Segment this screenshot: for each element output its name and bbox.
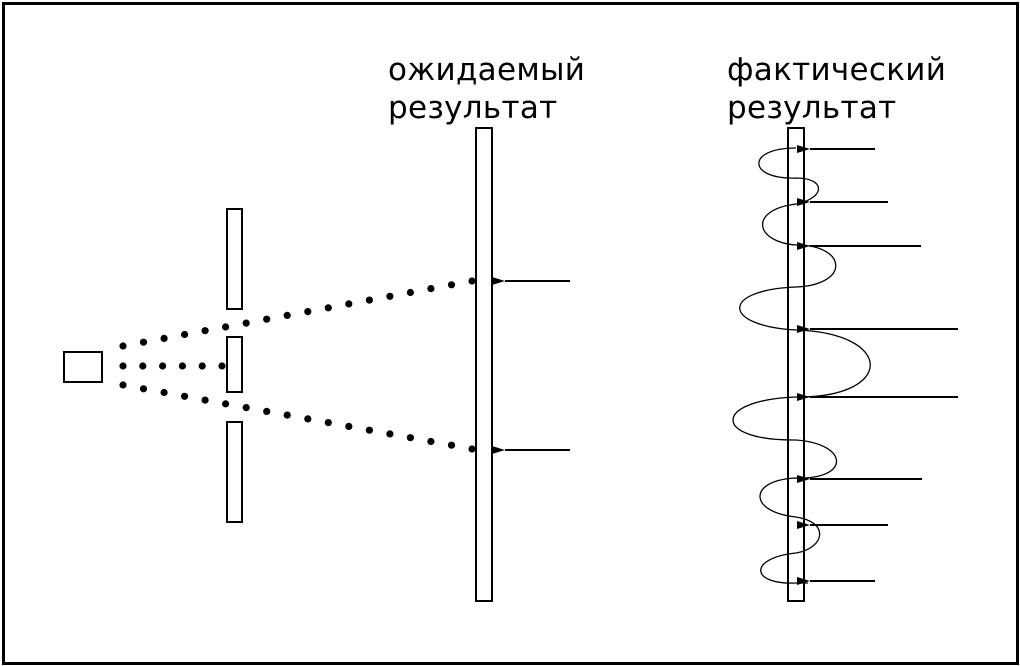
particle-dot-middle <box>139 362 147 370</box>
particle-dot-upper <box>447 281 456 289</box>
particle-dot-lower <box>263 407 271 415</box>
particle-dot-upper <box>139 338 148 346</box>
particle-dot-lower <box>242 404 250 412</box>
particle-dot-upper <box>406 288 414 297</box>
particle-dot-upper <box>201 327 209 335</box>
particle-dot-upper <box>181 330 189 339</box>
particle-dot-middle <box>218 362 226 370</box>
particle-dot-upper <box>345 300 353 308</box>
particle-dot-lower <box>222 400 230 408</box>
actual-result-label: фактический результат <box>727 51 946 127</box>
particle-dot-middle <box>119 362 127 370</box>
actual-result-label-line2: результат <box>727 90 897 126</box>
expected-result-label-line2: результат <box>388 90 558 126</box>
particle-dot-lower <box>139 385 148 393</box>
actual-screen <box>787 127 805 602</box>
expected-result-label: ожидаемый результат <box>388 51 585 127</box>
particle-dot-middle <box>198 362 206 370</box>
barrier-top <box>226 208 243 310</box>
particle-dot-lower <box>181 392 189 400</box>
particle-dot-lower <box>406 434 414 442</box>
particle-dot-upper <box>427 285 435 293</box>
particle-dot-lower <box>119 381 127 389</box>
particle-dot-lower <box>324 419 332 427</box>
particle-dot-upper <box>324 304 332 312</box>
particle-dot-upper <box>283 311 291 319</box>
particle-dot-lower <box>160 388 168 397</box>
barrier-bottom <box>226 421 243 523</box>
particle-dot-lower <box>468 445 476 453</box>
expected-screen <box>475 127 493 602</box>
particle-dot-lower <box>345 422 353 430</box>
particle-dot-upper <box>365 296 373 304</box>
particle-dot-lower <box>201 396 209 404</box>
particle-dot-middle <box>159 362 167 370</box>
particle-dot-upper <box>304 308 312 316</box>
particle-dot-lower <box>365 426 373 434</box>
particle-dot-lower <box>283 411 291 419</box>
particle-dot-lower <box>427 437 435 446</box>
particle-dot-upper <box>222 323 230 331</box>
particle-dot-upper <box>263 315 271 323</box>
particle-dot-middle <box>178 362 186 370</box>
particle-dot-upper <box>160 334 168 342</box>
actual-result-label-line1: фактический <box>727 52 947 88</box>
particle-dot-lower <box>447 441 456 449</box>
interference-pattern-curve <box>732 147 871 584</box>
particle-dot-upper <box>386 292 394 300</box>
particle-dot-upper <box>119 342 127 350</box>
particle-dot-upper <box>242 319 250 327</box>
barrier-middle <box>226 336 243 393</box>
particle-source <box>63 351 103 383</box>
particle-dot-upper <box>468 277 476 285</box>
particle-dot-lower <box>386 430 394 438</box>
particle-dot-lower <box>304 415 312 423</box>
particle-trajectories <box>119 277 476 453</box>
expected-result-label-line1: ожидаемый <box>388 52 586 88</box>
